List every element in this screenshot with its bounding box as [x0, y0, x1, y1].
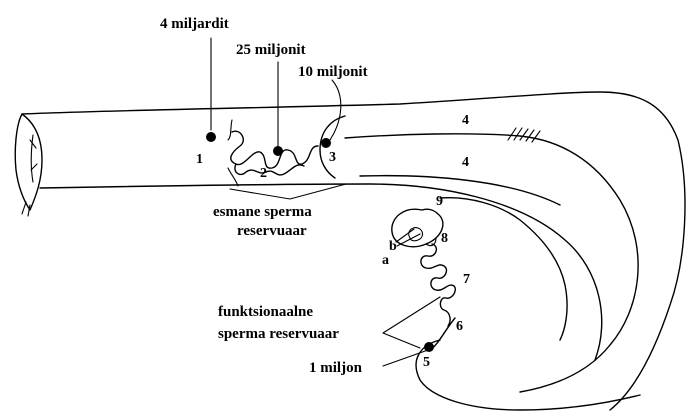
region-letter-a: a: [382, 253, 389, 268]
marker-dot-5: [424, 342, 434, 352]
region-number-1: 1: [196, 152, 203, 167]
marker-dot-3: [321, 138, 331, 148]
marker-dot-1: [206, 132, 216, 142]
primary-reservoir-label-line2: reservuaar: [237, 223, 307, 239]
label-1-million: 1 miljon: [309, 360, 363, 376]
label-25-million: 25 miljonit: [236, 42, 306, 58]
functional-reservoir-label-line2: sperma reservuaar: [218, 326, 339, 342]
region-number-4-lower: 4: [462, 155, 469, 170]
region-number-8: 8: [441, 231, 448, 246]
region-letter-b: b: [389, 239, 397, 254]
region-number-3: 3: [329, 150, 336, 165]
region-number-4-upper: 4: [462, 113, 469, 128]
primary-reservoir-label-line1: esmane sperma: [213, 204, 312, 220]
label-4-billion: 4 miljardit: [160, 16, 229, 32]
region-number-2: 2: [260, 166, 267, 181]
marker-dot-2: [273, 146, 283, 156]
functional-reservoir-label-line1: funktsionaalne: [218, 304, 313, 320]
label-10-million: 10 miljonit: [298, 64, 368, 80]
region-number-7: 7: [463, 272, 470, 287]
region-number-9: 9: [436, 194, 443, 209]
region-number-6: 6: [456, 319, 463, 334]
region-number-5: 5: [423, 355, 430, 370]
